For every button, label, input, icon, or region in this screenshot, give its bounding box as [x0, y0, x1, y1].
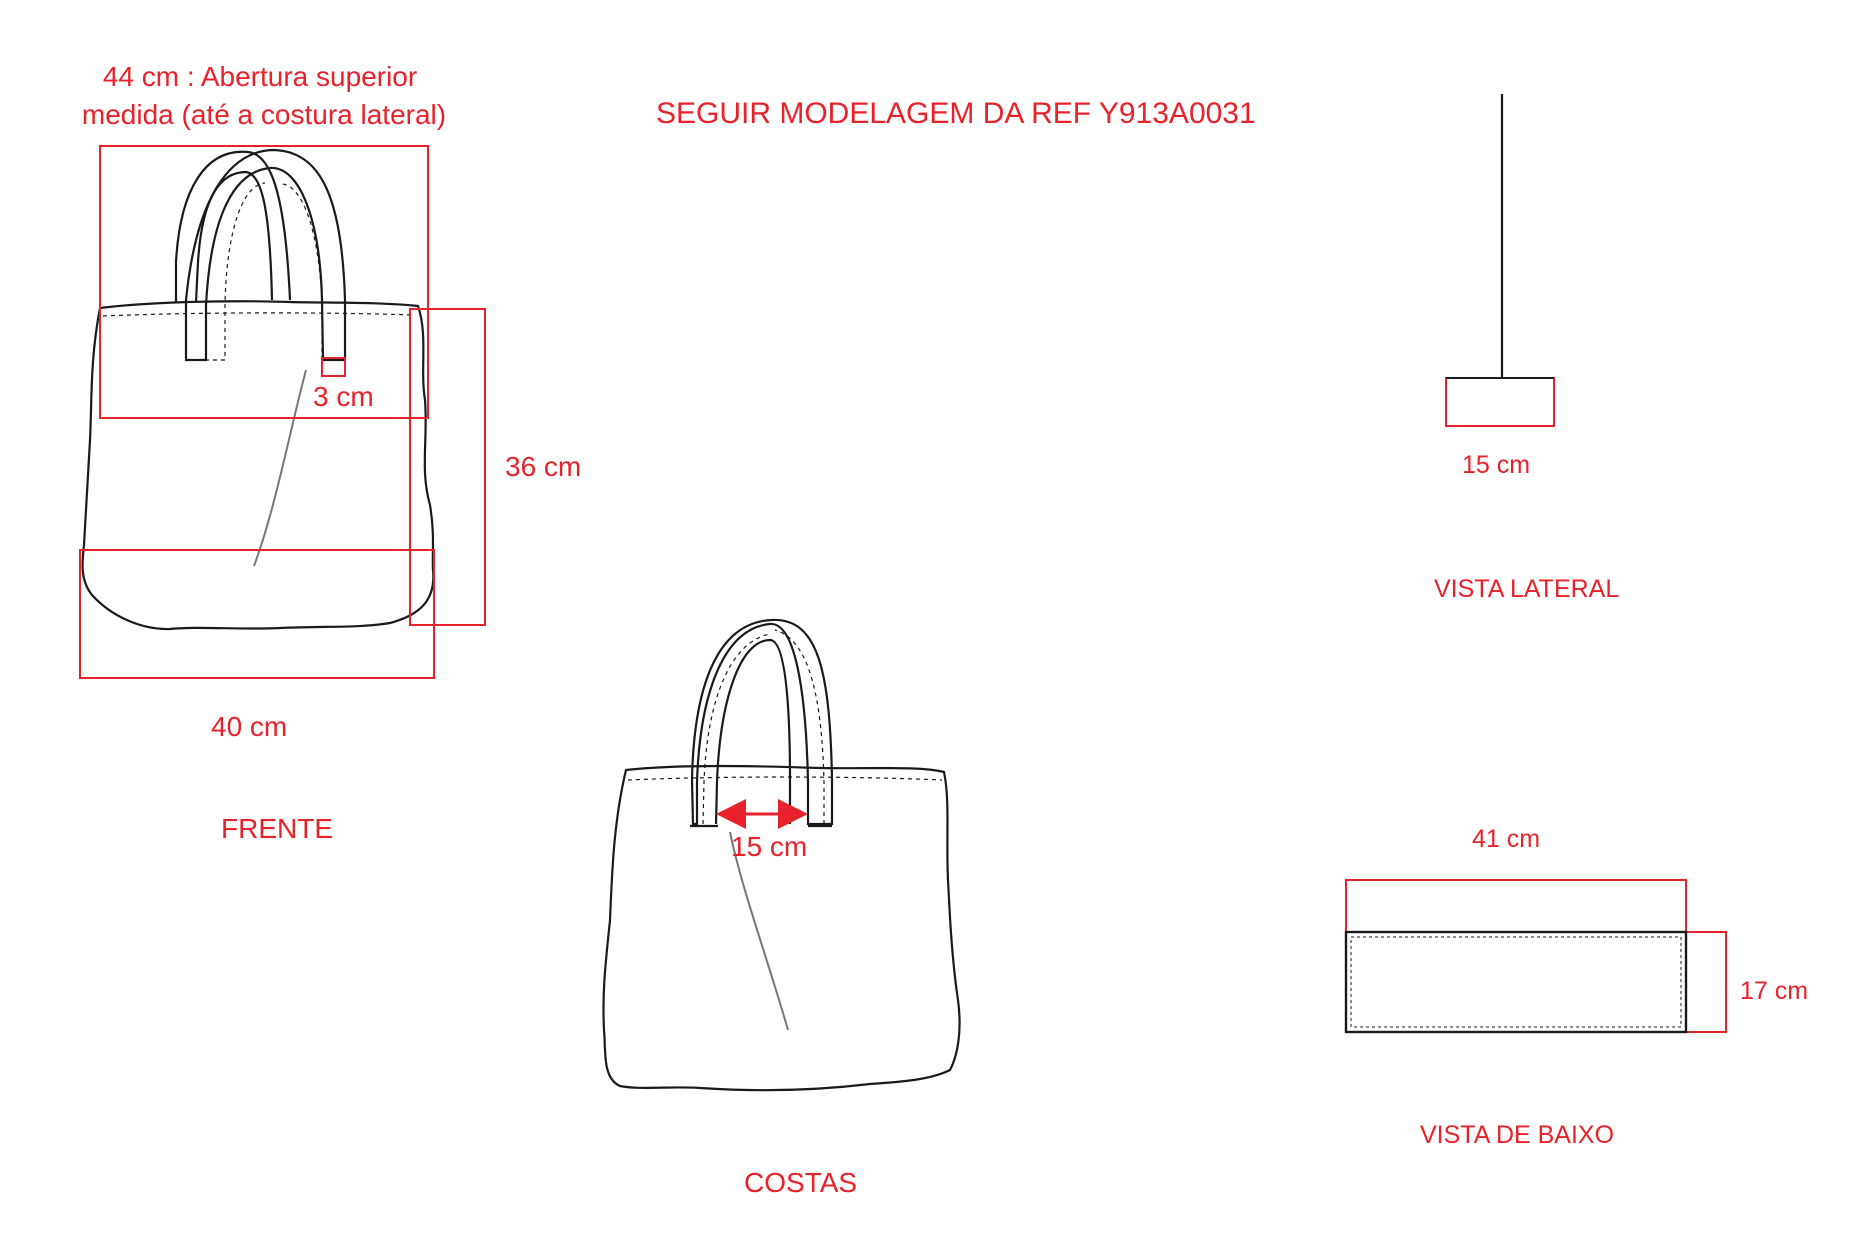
height-label: 36 cm	[505, 451, 582, 482]
bottom-length-box	[1345, 879, 1687, 933]
opening-label-line2: medida (até a costura lateral)	[81, 99, 447, 130]
back-caption: COSTAS	[744, 1167, 858, 1198]
side-caption: VISTA LATERAL	[1434, 575, 1620, 603]
base-width-label: 40 cm	[211, 711, 288, 742]
front-handle-right	[184, 148, 347, 362]
bottom-view-drawing	[1344, 879, 1727, 1034]
bottom-depth-label: 17 cm	[1740, 977, 1809, 1005]
bottom-base-outline	[1344, 930, 1688, 1034]
front-bag-drawing	[81, 148, 435, 631]
opening-label-line1: 44 cm : Abertura superior	[102, 61, 418, 92]
base-dimension-box	[79, 549, 435, 679]
instruction-header: SEGUIR MODELAGEM DA REF Y913A0031	[656, 97, 1256, 130]
front-handle-left	[174, 150, 292, 302]
side-view-drawing	[1445, 94, 1555, 427]
handle-width-box	[321, 357, 346, 377]
bottom-caption: VISTA DE BAIXO	[1420, 1121, 1615, 1149]
bottom-depth-box	[1345, 931, 1727, 1033]
height-dimension-box	[409, 308, 486, 626]
bottom-length-label: 41 cm	[1472, 825, 1541, 853]
handle-width-label: 3 cm	[313, 381, 374, 412]
handle-spacing-label: 15 cm	[731, 831, 808, 862]
side-depth-label: 15 cm	[1462, 451, 1531, 479]
front-bag-body	[81, 300, 435, 631]
back-bag-drawing	[602, 618, 961, 1092]
back-handle-left	[690, 618, 834, 826]
side-base-outline	[1445, 377, 1555, 427]
opening-dimension-box	[99, 145, 429, 419]
front-caption: FRENTE	[221, 813, 333, 844]
back-bag-body	[602, 764, 961, 1092]
front-dimensions	[79, 145, 486, 679]
